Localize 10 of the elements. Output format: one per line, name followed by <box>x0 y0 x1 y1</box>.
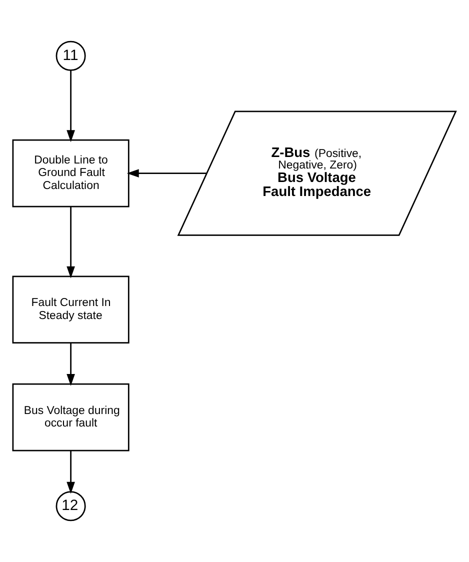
arrow <box>66 206 75 278</box>
node-box: Double Line to Ground Fault Calculation <box>12 139 130 208</box>
arrow <box>66 342 75 386</box>
node-circle: 11 <box>56 40 86 71</box>
arrow <box>66 450 75 494</box>
node-box: Bus Voltage during occur fault <box>12 383 130 452</box>
arrow <box>126 169 207 178</box>
arrow <box>66 70 75 142</box>
node-circle: 12 <box>56 491 86 522</box>
node-box: Fault Current In Steady state <box>12 276 130 344</box>
